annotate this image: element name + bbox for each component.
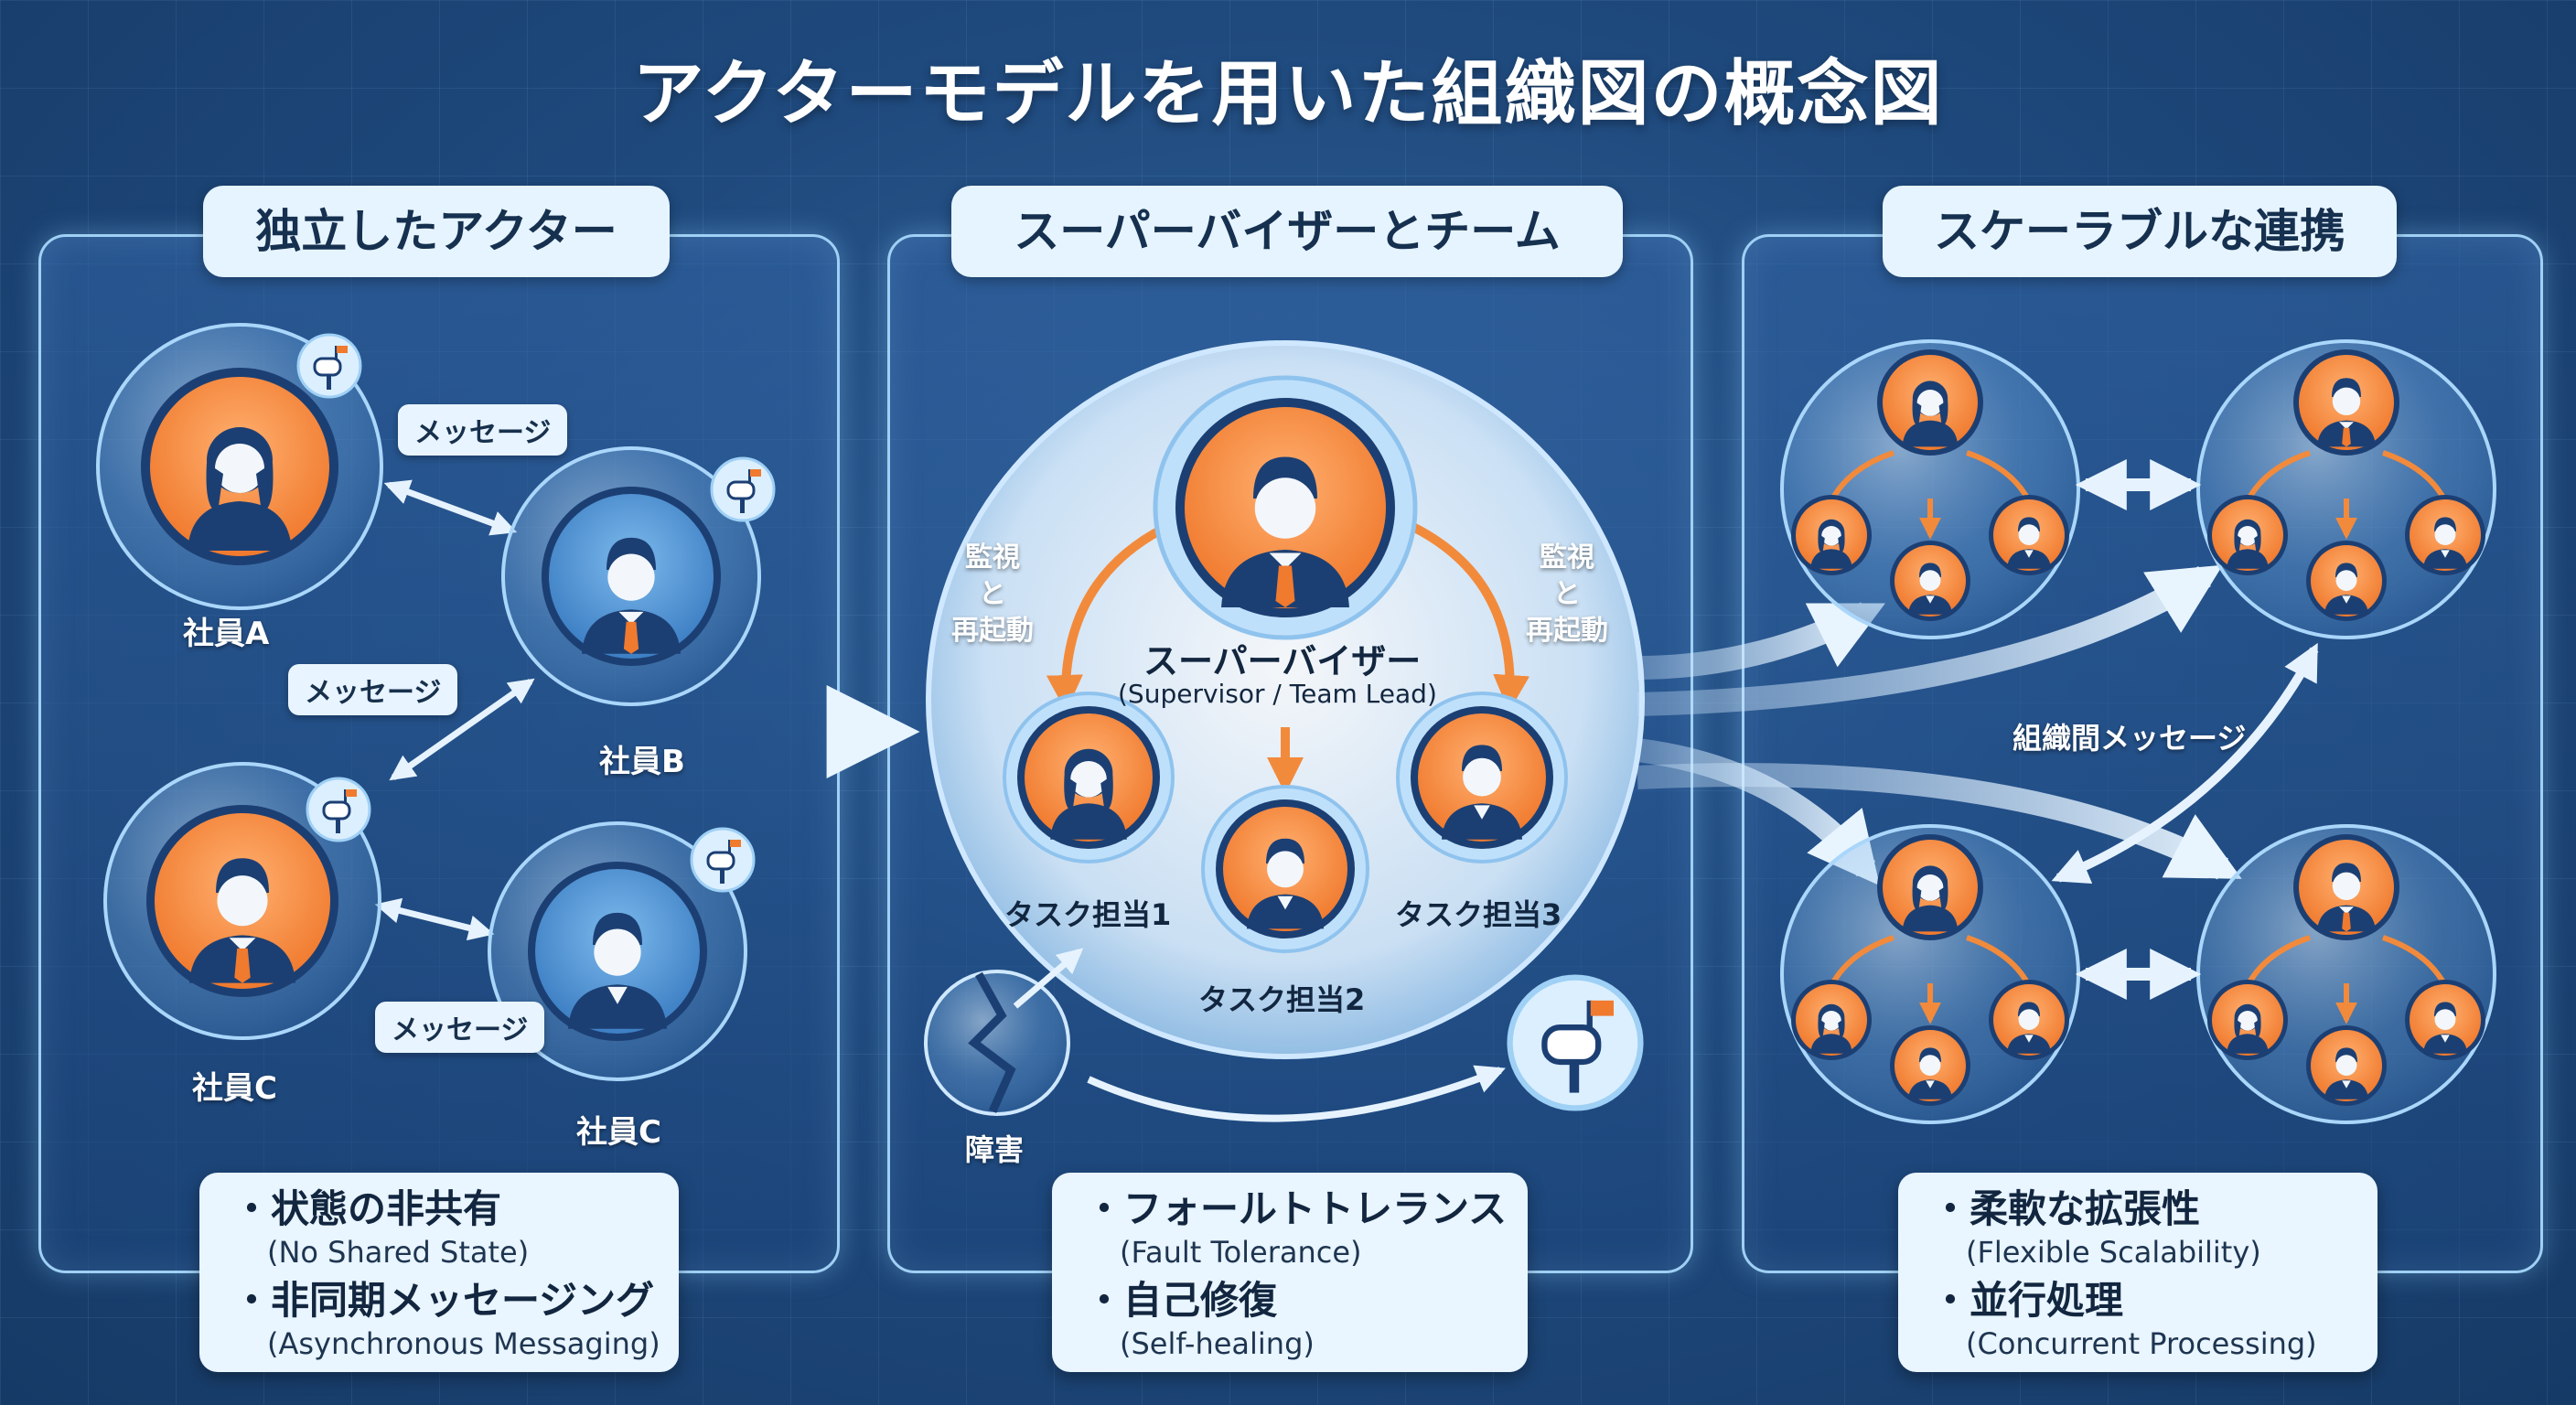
team-cluster-top-left xyxy=(1780,339,2080,639)
actor-a-bubble xyxy=(96,323,383,610)
actor-c1-bubble xyxy=(103,762,381,1040)
mailbox-icon xyxy=(306,777,371,842)
restart-arrow xyxy=(1013,948,1084,1009)
supervisor-avatar xyxy=(1153,375,1418,640)
task-3-label: タスク担当3 xyxy=(1395,897,1562,932)
panel-title-right: スケーラブルな連携 xyxy=(1883,186,2397,277)
task-1-avatar xyxy=(1003,692,1175,863)
message-arrow-b-c xyxy=(389,678,535,781)
feature-flexible-scalability-en: (Flexible Scalability) xyxy=(1966,1235,2261,1270)
mailbox-icon xyxy=(1510,978,1641,1109)
actor-c2-label: 社員C xyxy=(576,1114,661,1151)
team-cluster-bottom-left xyxy=(1780,824,2080,1124)
supervisor-sublabel: (Supervisor / Team Lead) xyxy=(1118,679,1437,709)
actor-a-label: 社員A xyxy=(183,616,270,652)
feature-self-healing: ・自己修復 xyxy=(1085,1278,1278,1323)
monitor-restart-right: 監視 と 再起動 xyxy=(1526,542,1608,647)
feature-fault-tolerance: ・フォールトトレランス xyxy=(1085,1186,1508,1231)
left-features-box: ・状態の非共有 (No Shared State) ・非同期メッセージング (A… xyxy=(199,1173,679,1372)
mailbox-icon xyxy=(690,827,756,893)
team-cluster-top-right xyxy=(2196,339,2496,639)
message-label-1: メッセージ xyxy=(398,404,568,456)
feature-no-shared-state-en: (No Shared State) xyxy=(267,1235,530,1270)
actor-b-label: 社員B xyxy=(599,744,685,780)
feature-concurrent-processing: ・並行処理 xyxy=(1931,1278,2124,1323)
panel-title-center: スーパーバイザーとチーム xyxy=(951,186,1623,277)
feature-no-shared-state: ・状態の非共有 xyxy=(232,1186,502,1231)
feature-fault-tolerance-en: (Fault Tolerance) xyxy=(1120,1235,1362,1270)
mailbox-icon xyxy=(710,456,776,522)
actor-b-bubble xyxy=(501,446,761,706)
task-2-avatar xyxy=(1201,785,1369,953)
broken-sphere-icon xyxy=(924,970,1070,1116)
feature-async-messaging: ・非同期メッセージング xyxy=(232,1278,655,1323)
panel-title-left: 独立したアクター xyxy=(203,186,670,277)
feature-async-messaging-en: (Asynchronous Messaging) xyxy=(267,1326,660,1361)
mailbox-icon xyxy=(296,333,362,399)
right-features-box: ・柔軟な拡張性 (Flexible Scalability) ・並行処理 (Co… xyxy=(1898,1173,2377,1372)
message-arrow-c-c xyxy=(374,897,495,941)
page-title: アクターモデルを用いた組織図の概念図 xyxy=(632,53,1944,135)
center-panel-graphics xyxy=(924,340,1645,1122)
team-cluster-bottom-right xyxy=(2196,824,2496,1124)
failure-label: 障害 xyxy=(965,1132,1025,1167)
message-label-2: メッセージ xyxy=(288,664,458,715)
task-2-label: タスク担当2 xyxy=(1198,982,1366,1017)
task-1-label: タスク担当1 xyxy=(1004,897,1172,932)
inter-org-message-label: 組織間メッセージ xyxy=(2012,721,2247,756)
failure-to-mailbox-arrow xyxy=(1087,1065,1506,1122)
feature-flexible-scalability: ・柔軟な拡張性 xyxy=(1931,1186,2201,1231)
inter-cluster-arrows xyxy=(2051,459,2319,1000)
supervisor-label: スーパーバイザー xyxy=(1143,641,1422,681)
actor-c2-bubble xyxy=(488,821,747,1081)
feature-self-healing-en: (Self-healing) xyxy=(1120,1326,1315,1361)
task-3-avatar xyxy=(1396,692,1568,863)
supervise-arrow-right xyxy=(1389,512,1530,712)
message-label-3: メッセージ xyxy=(375,1002,545,1053)
feature-concurrent-processing-en: (Concurrent Processing) xyxy=(1966,1326,2317,1361)
center-features-box: ・フォールトトレランス (Fault Tolerance) ・自己修復 (Sel… xyxy=(1052,1173,1528,1372)
message-arrow-a-b xyxy=(383,479,518,536)
monitor-restart-left: 監視 と 再起動 xyxy=(951,542,1034,647)
actor-c1-label: 社員C xyxy=(192,1070,277,1107)
left-panel-graphics xyxy=(96,323,776,1081)
